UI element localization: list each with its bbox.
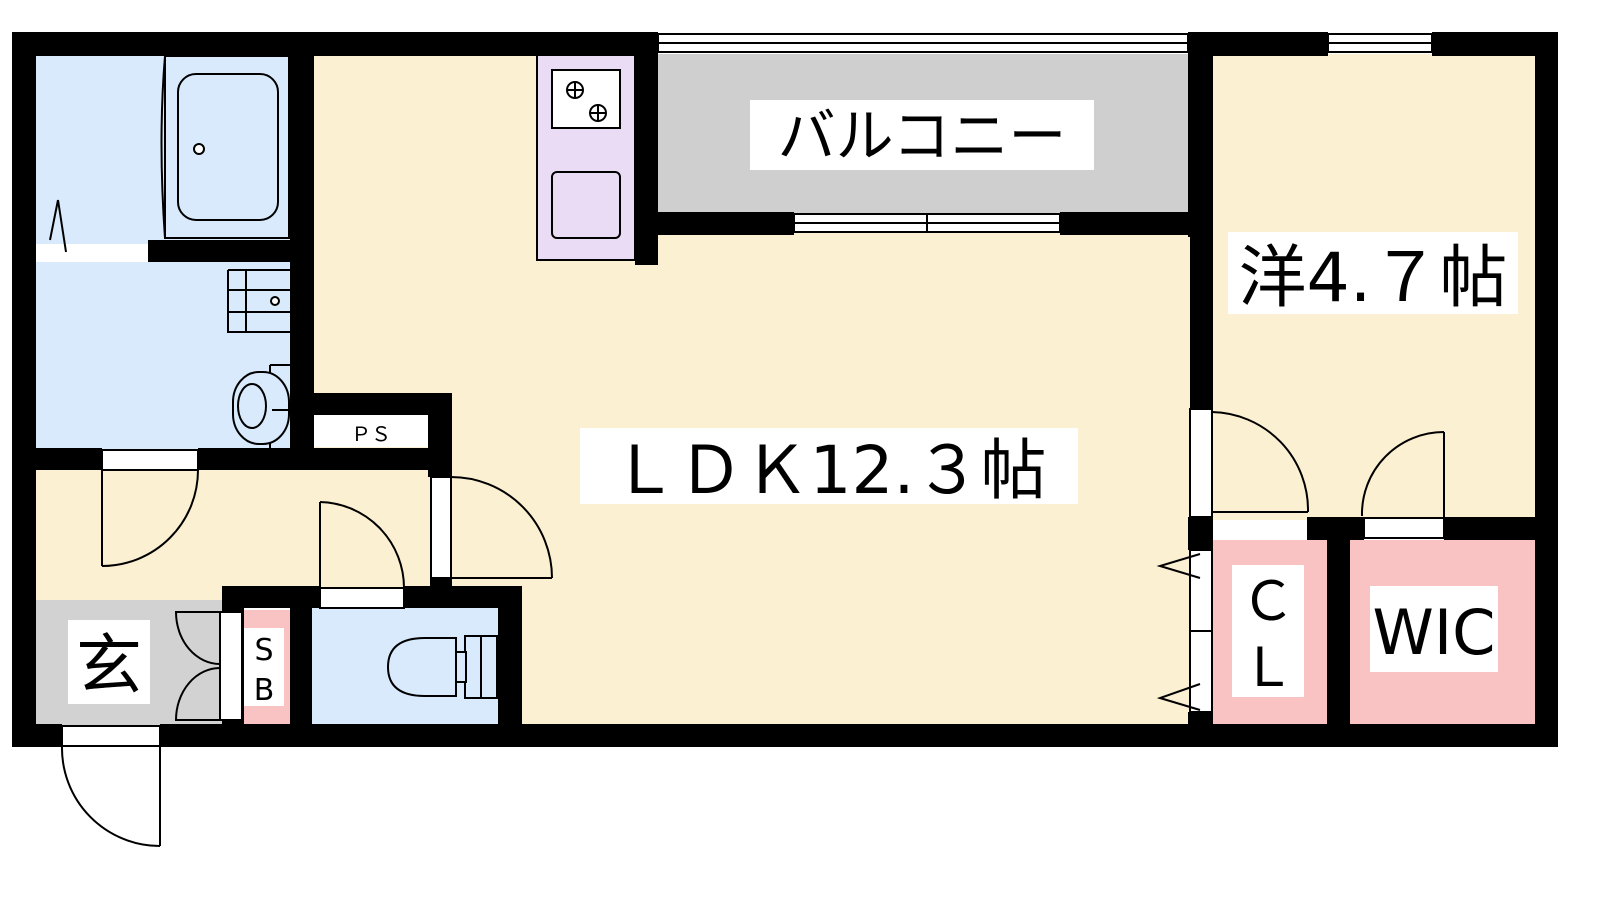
washbasin-icon	[227, 269, 290, 448]
door-swing-icon	[60, 408, 1445, 847]
wall-balcony-bottom-right	[1060, 212, 1213, 235]
wall-closet-left-lower	[1188, 712, 1213, 726]
toilet-icon	[386, 635, 498, 699]
closet-label-top: Ｃ	[1241, 570, 1295, 633]
walls	[12, 32, 1558, 747]
wall-bottom-left	[12, 724, 62, 747]
pipe-space-label: ＰＳ	[351, 422, 391, 446]
wall-wash-bottom-left	[36, 448, 102, 470]
wall-left	[12, 32, 36, 747]
wall-toilet-right	[498, 586, 522, 726]
ldk-label: ＬＤＫ12.３帖	[612, 432, 1047, 509]
wall-top-left	[12, 32, 658, 56]
bathtub-icon	[49, 55, 290, 253]
wall-right	[1535, 32, 1558, 747]
wall-western-bottom-left	[1188, 517, 1213, 540]
wall-toilet-top-right	[404, 586, 522, 608]
window-icon	[657, 33, 1433, 233]
corridor-floor	[36, 470, 436, 600]
sink-icon	[551, 171, 621, 239]
wall-western-left	[1190, 237, 1213, 409]
wall-closet-left	[1188, 540, 1213, 550]
wall-western-bottom-far	[1444, 517, 1558, 540]
pipe-space-floor	[314, 415, 428, 447]
labels: バルコニー 洋4.７帖 ＬＤＫ12.３帖 ＰＳ WIC Ｃ Ｌ 玄 S B	[68, 100, 1518, 708]
shoe-box-label-bottom: B	[254, 673, 275, 708]
wall-closet-divider	[1327, 540, 1350, 726]
wall-balcony-right	[1188, 32, 1213, 237]
closet-label-bottom: Ｌ	[1241, 636, 1295, 699]
wall-wash-bottom-right	[198, 448, 452, 470]
wall-ps-top	[314, 393, 452, 415]
wall-kitchen-stub	[635, 240, 658, 265]
wic-label: WIC	[1373, 596, 1496, 669]
western-room-label: 洋4.７帖	[1239, 239, 1508, 318]
wall-bottom-right	[160, 724, 1558, 747]
wall-ps-right	[428, 393, 452, 477]
entrance-label: 玄	[76, 627, 142, 704]
wall-balcony-bottom-left	[658, 212, 794, 235]
wall-balcony-left	[635, 32, 658, 265]
wall-toilet-left	[290, 586, 312, 726]
balcony-label: バルコニー	[778, 102, 1067, 170]
shoe-box-label-top: S	[254, 633, 273, 668]
gas-stove-icon	[551, 69, 621, 129]
wall-bath-bottom	[148, 240, 298, 262]
wall-western-bottom-right	[1307, 517, 1364, 540]
